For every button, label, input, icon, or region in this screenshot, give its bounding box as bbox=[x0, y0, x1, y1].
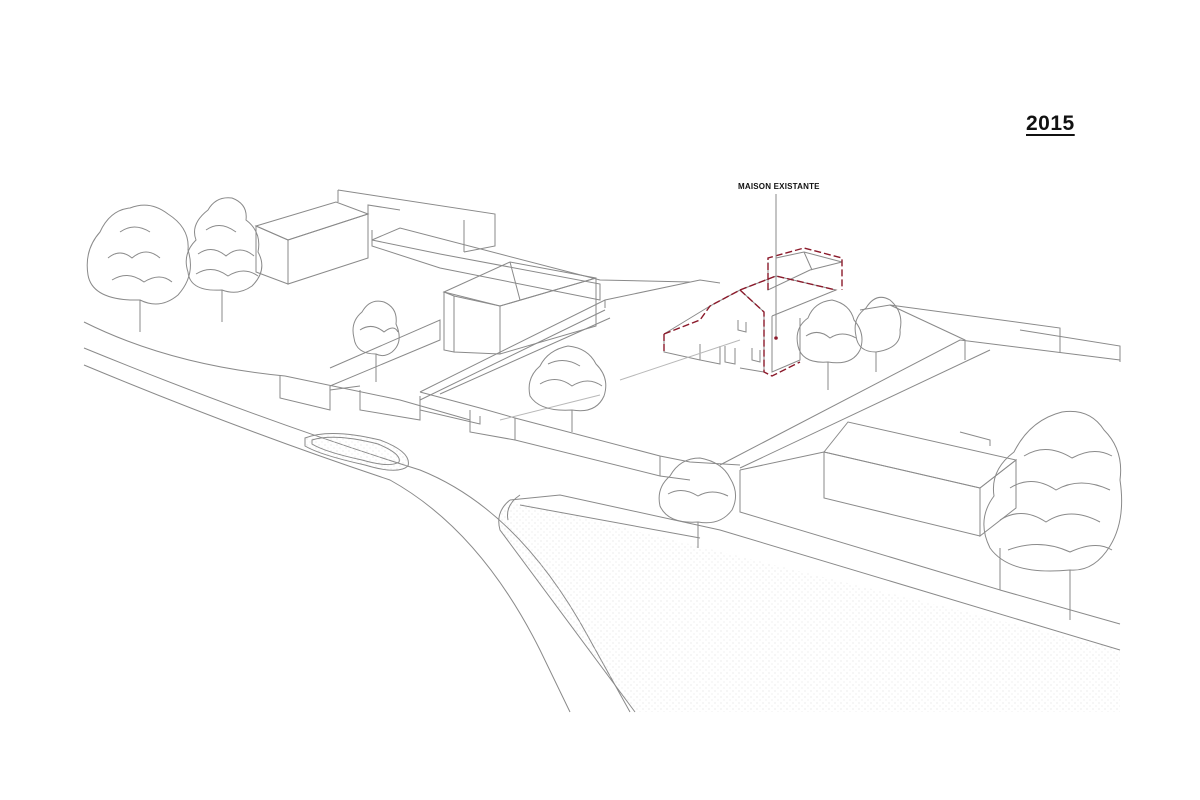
tree-road-center bbox=[659, 458, 735, 548]
paved-plaza bbox=[499, 495, 1120, 712]
annotation-leader bbox=[774, 194, 778, 340]
back-left-buildings bbox=[256, 190, 495, 284]
neighbour-house bbox=[444, 262, 596, 354]
existing-house bbox=[664, 252, 842, 372]
tree-right-large bbox=[984, 411, 1122, 620]
garden-lines bbox=[500, 340, 740, 420]
left-fences bbox=[280, 228, 690, 440]
annotation-label: MAISON EXISTANTE bbox=[738, 182, 820, 191]
tree-center-small bbox=[353, 301, 399, 382]
tree-front-garden bbox=[529, 346, 606, 432]
tree-left-large bbox=[87, 205, 190, 332]
tree-right-of-house bbox=[797, 297, 901, 390]
tree-left-conifer bbox=[186, 198, 262, 322]
warehouse-building bbox=[740, 422, 1120, 624]
year-label: 2015 bbox=[1026, 112, 1075, 135]
existing-house-highlight bbox=[664, 248, 842, 376]
traffic-island bbox=[305, 433, 408, 470]
